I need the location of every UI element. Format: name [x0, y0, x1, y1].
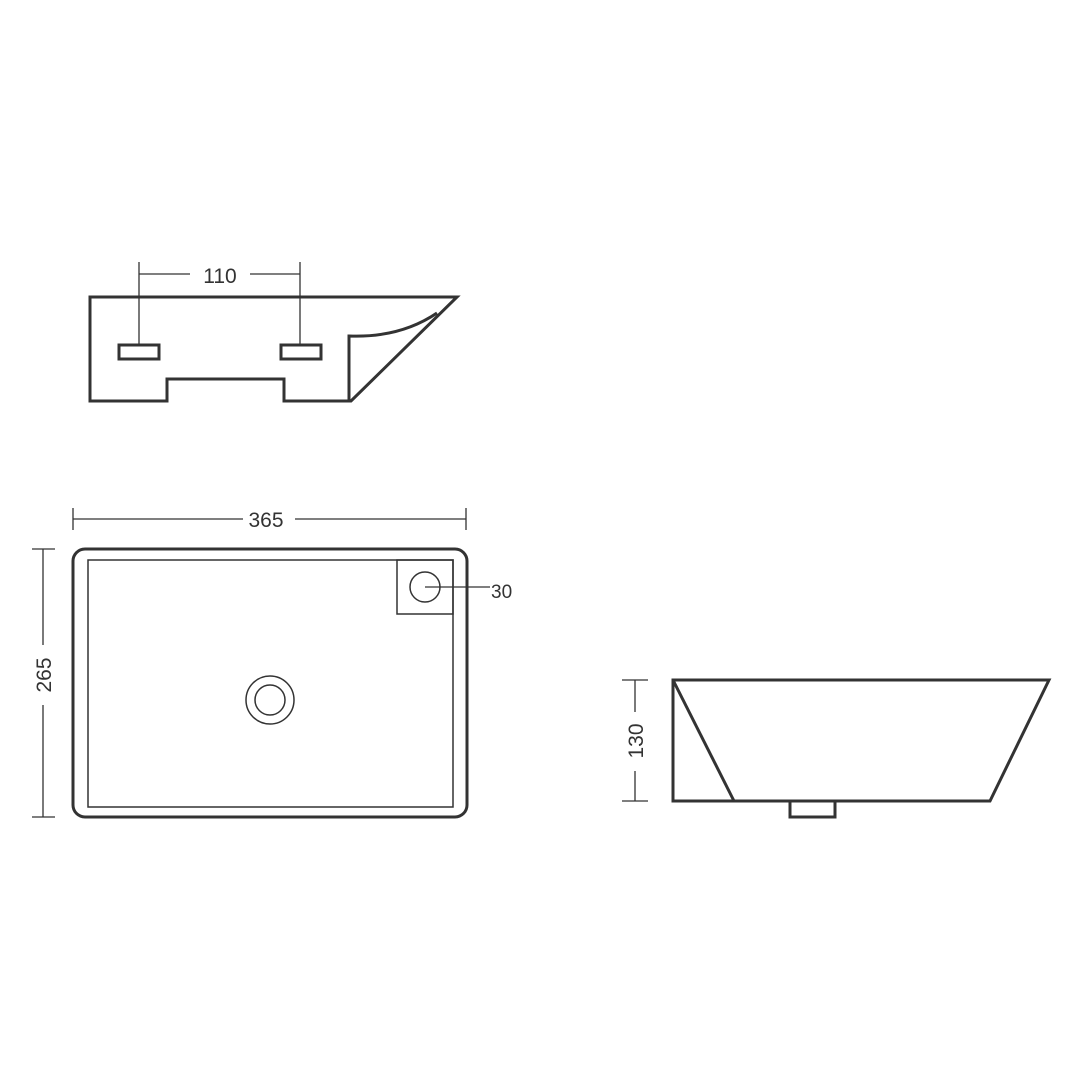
dim-30-label: 30 — [491, 582, 512, 603]
dim-265-label: 265 — [33, 657, 56, 692]
drain-stub — [788, 799, 837, 819]
drain-inner-icon — [254, 684, 286, 716]
front-outline — [88, 295, 461, 403]
basin-outer-rim — [71, 547, 469, 819]
side-outline — [671, 678, 1052, 803]
front-view: 110 — [88, 262, 461, 403]
basin-inner-edge — [87, 559, 454, 808]
side-diagonal — [671, 679, 736, 802]
dim-110-label: 110 — [203, 265, 236, 288]
tap-hole-right — [279, 343, 323, 361]
dim-130-label: 130 — [625, 723, 648, 758]
dim-365-label: 365 — [248, 509, 283, 532]
drain-outer-icon — [245, 675, 295, 725]
top-view: 30 365 265 — [32, 508, 512, 819]
side-view: 130 — [622, 678, 1052, 819]
tap-hole-left — [117, 343, 161, 361]
front-bowl-curve — [347, 311, 438, 401]
